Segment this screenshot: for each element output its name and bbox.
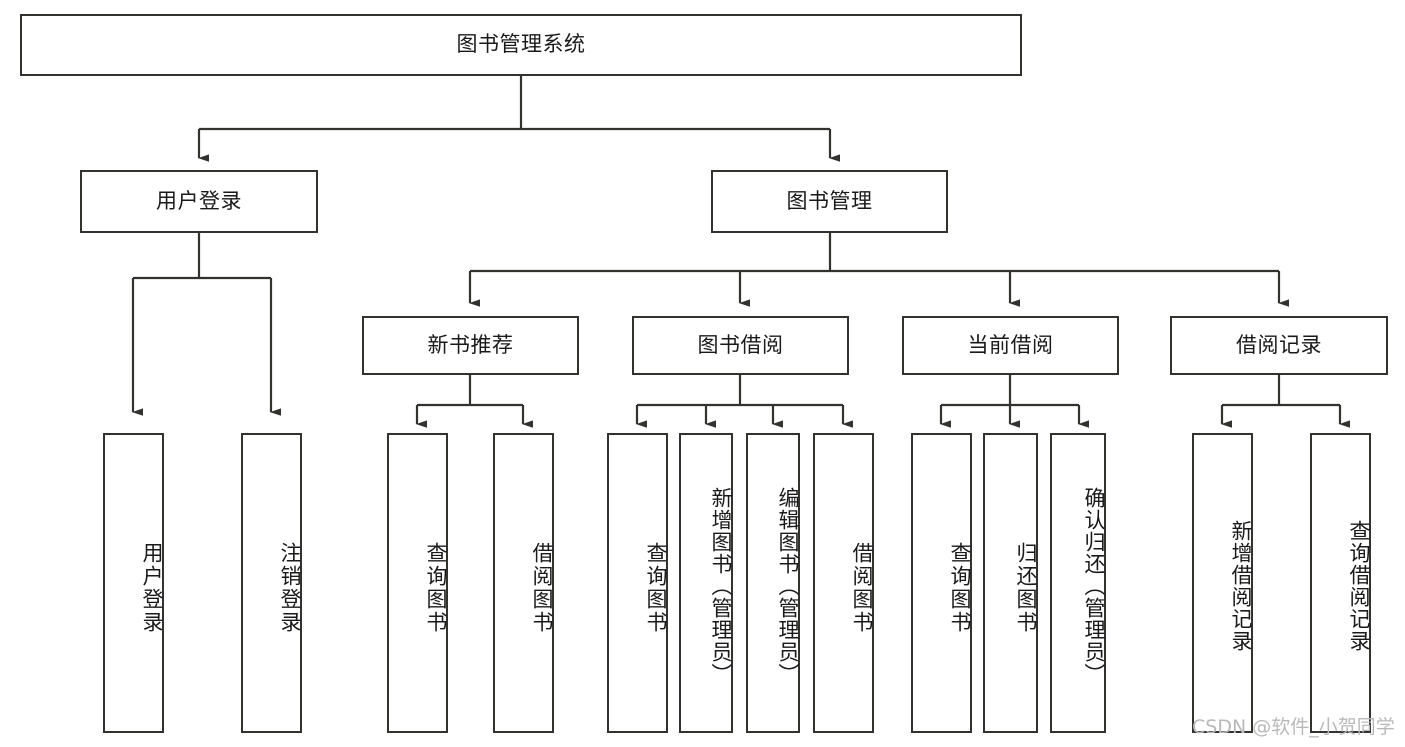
leaf-logout-login[interactable]: 注销登录 — [241, 433, 302, 733]
node-borrow-record[interactable]: 借阅记录 — [1170, 316, 1388, 375]
node-book-management[interactable]: 图书管理 — [711, 170, 948, 233]
node-label: 查询图书 — [948, 542, 972, 634]
node-book-management-system[interactable]: 图书管理系统 — [20, 14, 1022, 76]
leaf-query-book-2[interactable]: 查询图书 — [607, 433, 668, 733]
leaf-query-book-1[interactable]: 查询图书 — [387, 433, 448, 733]
node-label: 编辑图书（管理员） — [776, 487, 800, 685]
leaf-add-book-admin[interactable]: 新增图书（管理员） — [679, 433, 733, 733]
leaf-edit-book-admin[interactable]: 编辑图书（管理员） — [746, 433, 800, 733]
node-label: 当前借阅 — [967, 332, 1054, 357]
leaf-query-borrow-record[interactable]: 查询借阅记录 — [1310, 433, 1371, 733]
node-label: 借阅记录 — [1236, 332, 1322, 357]
node-label: 图书管理系统 — [456, 32, 586, 57]
node-label: 归还图书 — [1014, 542, 1038, 634]
node-label: 图书管理 — [786, 188, 873, 213]
node-label: 用户登录 — [140, 542, 164, 634]
leaf-query-book-3[interactable]: 查询图书 — [911, 433, 972, 733]
node-user-login[interactable]: 用户登录 — [80, 170, 318, 233]
leaf-return-book[interactable]: 归还图书 — [983, 433, 1038, 733]
node-label: 查询图书 — [644, 542, 668, 634]
node-label: 新书推荐 — [427, 332, 514, 357]
node-label: 注销登录 — [278, 542, 302, 634]
node-current-borrow[interactable]: 当前借阅 — [902, 316, 1119, 375]
leaf-add-borrow-record[interactable]: 新增借阅记录 — [1192, 433, 1253, 733]
leaf-borrow-book-1[interactable]: 借阅图书 — [493, 433, 554, 733]
node-label: 用户登录 — [156, 188, 242, 213]
node-new-book-recommend[interactable]: 新书推荐 — [362, 316, 579, 375]
leaf-borrow-book-2[interactable]: 借阅图书 — [813, 433, 874, 733]
node-label: 图书借阅 — [697, 332, 784, 357]
node-label: 新增图书（管理员） — [709, 487, 733, 685]
node-label: 查询借阅记录 — [1347, 520, 1371, 652]
node-label: 确认归还（管理员） — [1082, 487, 1106, 685]
node-label: 查询图书 — [424, 542, 448, 634]
node-book-borrow[interactable]: 图书借阅 — [632, 316, 849, 375]
csdn-watermark: CSDN @软件_小贺同学 — [1192, 716, 1395, 738]
leaf-user-login[interactable]: 用户登录 — [103, 433, 164, 733]
node-label: 借阅图书 — [850, 542, 874, 634]
node-label: 新增借阅记录 — [1229, 520, 1253, 652]
node-label: 借阅图书 — [530, 542, 554, 634]
leaf-confirm-return-admin[interactable]: 确认归还（管理员） — [1050, 433, 1106, 733]
